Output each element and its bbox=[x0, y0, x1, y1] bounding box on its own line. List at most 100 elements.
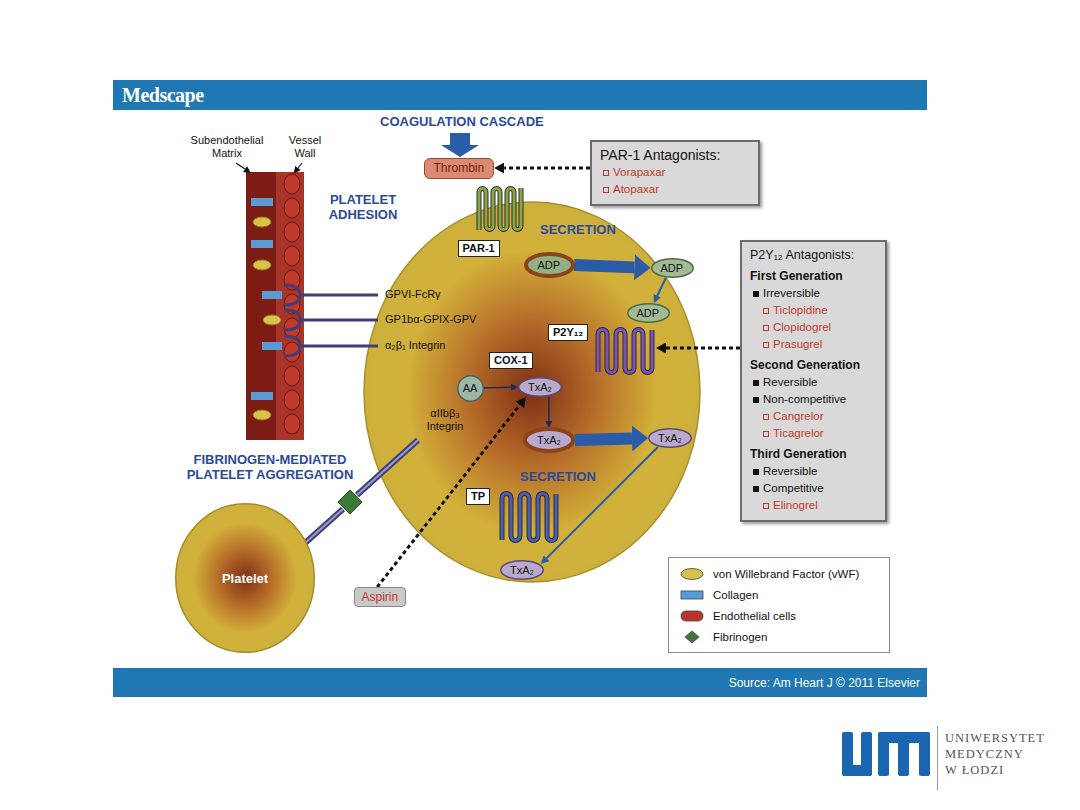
source-note: Source: Am Heart J © 2011 Elsevier bbox=[729, 675, 920, 691]
granule: ADP bbox=[524, 252, 575, 278]
footer-bar bbox=[113, 668, 927, 697]
receptor-outline bbox=[598, 330, 652, 373]
university-logo bbox=[861, 732, 872, 776]
institution-name: W ŁODZI bbox=[945, 763, 1004, 777]
legend-text: Collagen bbox=[713, 589, 758, 601]
vwf bbox=[253, 410, 271, 420]
node-text: Cangrelor bbox=[750, 408, 879, 425]
institution-name: UNIWERSYTET bbox=[945, 731, 1045, 745]
legend: von Willebrand Factor (vWF) CollagenEndot… bbox=[668, 557, 890, 653]
endothelial-cells bbox=[284, 390, 300, 410]
collagen bbox=[251, 392, 273, 400]
legend-swatch bbox=[679, 588, 705, 602]
node-text: Vorapaxar bbox=[600, 164, 752, 181]
node-outline bbox=[501, 561, 544, 580]
substrate-circle: AA bbox=[457, 375, 484, 402]
node-text: PAR-1 Antagonists: bbox=[600, 146, 752, 164]
receptor-label: PAR-1 bbox=[458, 240, 500, 257]
university-logo bbox=[842, 726, 938, 790]
header-bar bbox=[113, 80, 927, 110]
process-heading: SECRETION bbox=[540, 222, 616, 237]
vwf bbox=[253, 217, 281, 420]
legend-text: von Willebrand Factor (vWF) bbox=[713, 568, 859, 580]
endothelial-cells bbox=[284, 414, 300, 434]
vwf bbox=[263, 315, 281, 325]
collagen bbox=[251, 198, 282, 400]
node-text: ADP bbox=[661, 261, 684, 275]
legend-row: Endothelial cells bbox=[679, 605, 879, 626]
receptor bbox=[598, 330, 652, 373]
node-text: Ticlopidine bbox=[750, 302, 879, 319]
node-text: Platelet bbox=[222, 571, 268, 586]
university-logo bbox=[878, 732, 889, 776]
process-heading: FIBRINOGEN-MEDIATED PLATELET AGGREGATION bbox=[175, 452, 365, 482]
structure-label: Vessel Wall bbox=[280, 134, 330, 160]
arrow-connector bbox=[575, 438, 632, 440]
integrin-bridge bbox=[338, 490, 362, 514]
vessel-wall bbox=[246, 172, 276, 440]
receptor-name: αIIbβ₃ Integrin bbox=[414, 407, 476, 433]
adhesion-receptors bbox=[284, 285, 378, 305]
adhesion-receptors bbox=[284, 310, 378, 330]
vessel-wall bbox=[246, 172, 304, 440]
node-outline bbox=[651, 259, 693, 278]
granule: TxA₂ bbox=[523, 427, 575, 453]
node-outline bbox=[457, 375, 483, 401]
node-text: Third Generation bbox=[750, 446, 879, 463]
drug-box: Aspirin bbox=[354, 587, 407, 607]
collagen bbox=[262, 291, 282, 299]
brand-name: Medscape bbox=[122, 84, 204, 106]
platelet-cell: Platelet bbox=[175, 503, 315, 653]
arrow-connector bbox=[546, 447, 657, 558]
node-text: P2Y₁₂ bbox=[548, 324, 588, 341]
receptor-node: P2Y₁₂ bbox=[548, 322, 656, 374]
pointer-arrows bbox=[236, 163, 245, 169]
receptor-symbol bbox=[496, 490, 562, 550]
coagulation-arrow bbox=[441, 133, 479, 157]
arrow-connector bbox=[666, 347, 740, 350]
process-heading: SECRETION bbox=[520, 469, 596, 484]
university-logo bbox=[919, 732, 930, 776]
pathway-heading: COAGULATION CASCADE bbox=[380, 114, 544, 129]
node-text: TxA₂ bbox=[528, 380, 552, 394]
process-heading: PLATELET ADHESION bbox=[318, 192, 408, 222]
adhesion-receptors bbox=[284, 336, 378, 356]
node-text: Prasugrel bbox=[750, 336, 879, 353]
pointer-arrows bbox=[236, 163, 302, 169]
endothelial-cells bbox=[284, 174, 300, 194]
node-outline bbox=[519, 378, 562, 397]
node-text: TP bbox=[466, 488, 490, 505]
agonist-ellipse: TxA₂ bbox=[500, 560, 544, 580]
arrow-connector bbox=[548, 397, 550, 421]
legend-row: Fibrinogen bbox=[679, 626, 879, 647]
legend-text: Endothelial cells bbox=[713, 610, 796, 622]
collagen bbox=[251, 198, 273, 206]
node-text: Aspirin bbox=[362, 589, 399, 605]
node-outline bbox=[176, 504, 315, 653]
endothelial-cells bbox=[284, 198, 300, 218]
legend-swatch bbox=[679, 630, 705, 644]
vwf bbox=[253, 260, 271, 270]
node-text: Second Generation bbox=[750, 357, 879, 374]
endothelial-cells bbox=[284, 246, 300, 266]
agonist-ellipse: ADP bbox=[651, 258, 694, 278]
endothelial-cells bbox=[284, 366, 300, 386]
receptor-outline bbox=[479, 188, 521, 230]
legend-swatch-shape bbox=[681, 568, 703, 579]
receptor-name: GPVI-FcRγ bbox=[385, 288, 441, 301]
node-text: AA bbox=[463, 378, 478, 399]
agonist-ellipse: ADP bbox=[627, 303, 670, 323]
node-text: First Generation bbox=[750, 268, 879, 285]
agonist-ellipse: TxA₂ bbox=[518, 377, 562, 397]
receptor-node: TP bbox=[466, 486, 558, 546]
receptor bbox=[502, 494, 556, 541]
coagulation-arrow bbox=[441, 133, 479, 157]
thrombin-box: Thrombin bbox=[424, 158, 495, 179]
header-bar bbox=[113, 80, 927, 110]
legend-swatch-shape bbox=[681, 591, 703, 599]
adhesion-receptors bbox=[284, 285, 378, 356]
collagen bbox=[262, 342, 282, 350]
node-outline bbox=[649, 429, 692, 448]
node-text: P2Y₁₂ Antagonists: bbox=[750, 246, 879, 264]
pointer-arrows bbox=[298, 163, 302, 168]
